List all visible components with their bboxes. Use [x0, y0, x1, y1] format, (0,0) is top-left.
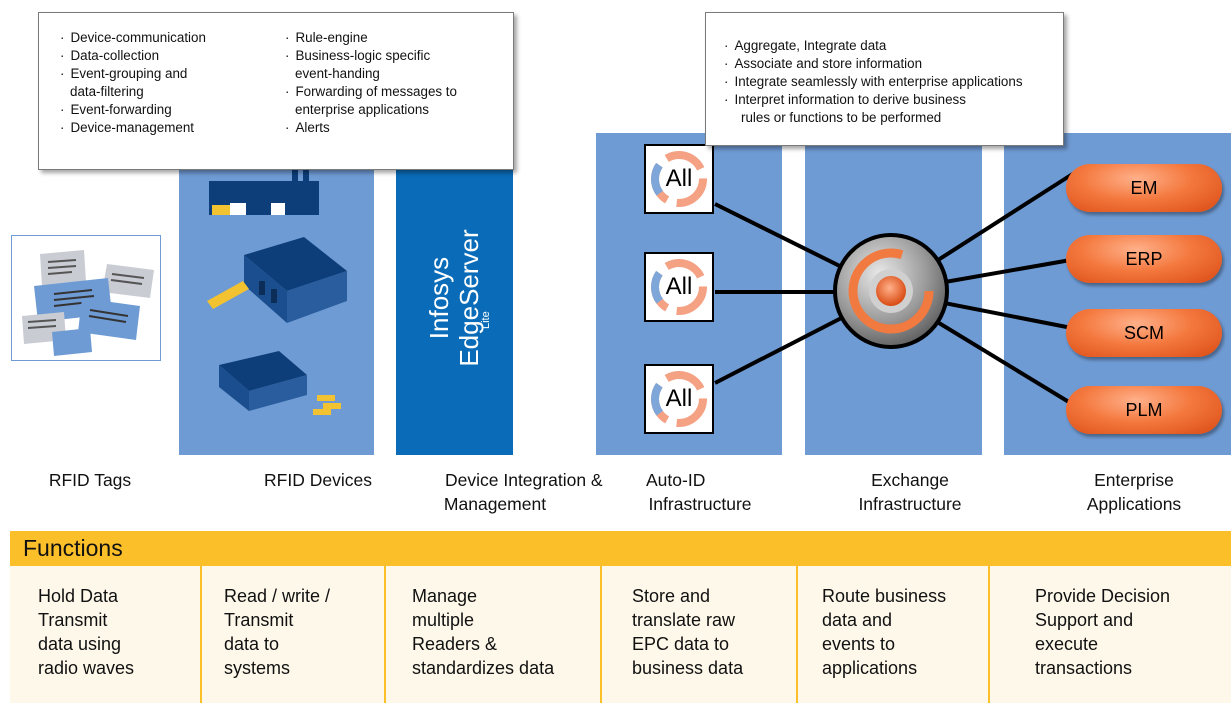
callout-item: ·Alerts [285, 120, 330, 135]
enterprise-app-scm: SCM [1066, 309, 1222, 357]
callout-list: ·Aggregate, Integrate data ·Associate an… [724, 37, 1060, 127]
exchange-hub-icon [833, 233, 949, 349]
all-label-top: All [665, 165, 693, 192]
all-label-middle: All [665, 273, 693, 300]
functions-row [10, 566, 1231, 703]
all-box-bottom: All [644, 364, 714, 434]
functions-divider [600, 566, 602, 703]
callout-item: ·Device-communication [60, 30, 206, 45]
callout-item: rules or functions to be performed [741, 110, 942, 125]
warehouse-icon [207, 237, 347, 323]
functions-title: Functions [23, 535, 123, 561]
callout-list-right: ·Rule-engine ·Business-logic specific ev… [285, 29, 500, 137]
callout-item: ·Event-grouping and [60, 66, 188, 81]
functions-divider [384, 566, 386, 703]
reader-device-icon [209, 169, 319, 215]
tag-card-icon [22, 250, 154, 356]
callout-item: ·Interpret information to derive busines… [724, 92, 966, 107]
stage-auto-id-line2: Infrastructure [648, 494, 752, 514]
callout-item: ·Aggregate, Integrate data [724, 38, 887, 53]
all-label-bottom: All [665, 385, 693, 412]
callout-item: ·Device-management [60, 120, 195, 135]
edgeserver-column [396, 133, 513, 455]
stage-device-integration-line2: Management [443, 494, 547, 514]
enterprise-app-erp: ERP [1066, 235, 1222, 283]
stage-auto-id-line1: Auto-ID [646, 470, 706, 490]
callout-item: ·Event-forwarding [60, 102, 172, 117]
callout-item: ·Rule-engine [285, 30, 368, 45]
callout-item: ·Integrate seamlessly with enterprise ap… [724, 74, 1023, 89]
enterprise-app-plm: PLM [1066, 386, 1222, 434]
functions-divider [796, 566, 798, 703]
callout-item: ·Business-logic specific [285, 48, 431, 63]
functions-divider [988, 566, 990, 703]
stage-enterprise-line1: Enterprise [1094, 470, 1174, 490]
stage-device-integration-line1: Device Integration & [445, 470, 603, 490]
stage-exchange-line2: Infrastructure [858, 494, 962, 514]
callout-item: data-filtering [70, 84, 144, 99]
callout-item: ·Forwarding of messages to [285, 84, 457, 99]
rfid-devices-illustration [207, 169, 347, 415]
callout-item: event-handing [295, 66, 380, 81]
enterprise-app-em: EM [1066, 164, 1222, 212]
stage-rfid-devices: RFID Devices [264, 470, 372, 490]
stage-exchange-line1: Exchange [871, 470, 949, 490]
all-box-top: All [644, 144, 714, 214]
all-box-middle: All [644, 252, 714, 322]
callout-item: ·Data-collection [60, 48, 160, 63]
callout-item: enterprise applications [295, 102, 429, 117]
stage-rfid-tags: RFID Tags [48, 470, 132, 490]
device-integration-callout: ·Device-communication ·Data-collection ·… [38, 12, 514, 170]
rfid-tags-illustration [11, 235, 161, 361]
warehouse-small-icon [219, 351, 341, 415]
callout-item: ·Associate and store information [724, 56, 923, 71]
stage-enterprise-line2: Applications [1086, 494, 1182, 514]
infrastructure-callout: ·Aggregate, Integrate data ·Associate an… [705, 12, 1064, 146]
functions-divider [200, 566, 202, 703]
functions-header-bar [10, 531, 1231, 566]
callout-list-left: ·Device-communication ·Data-collection ·… [60, 29, 285, 137]
